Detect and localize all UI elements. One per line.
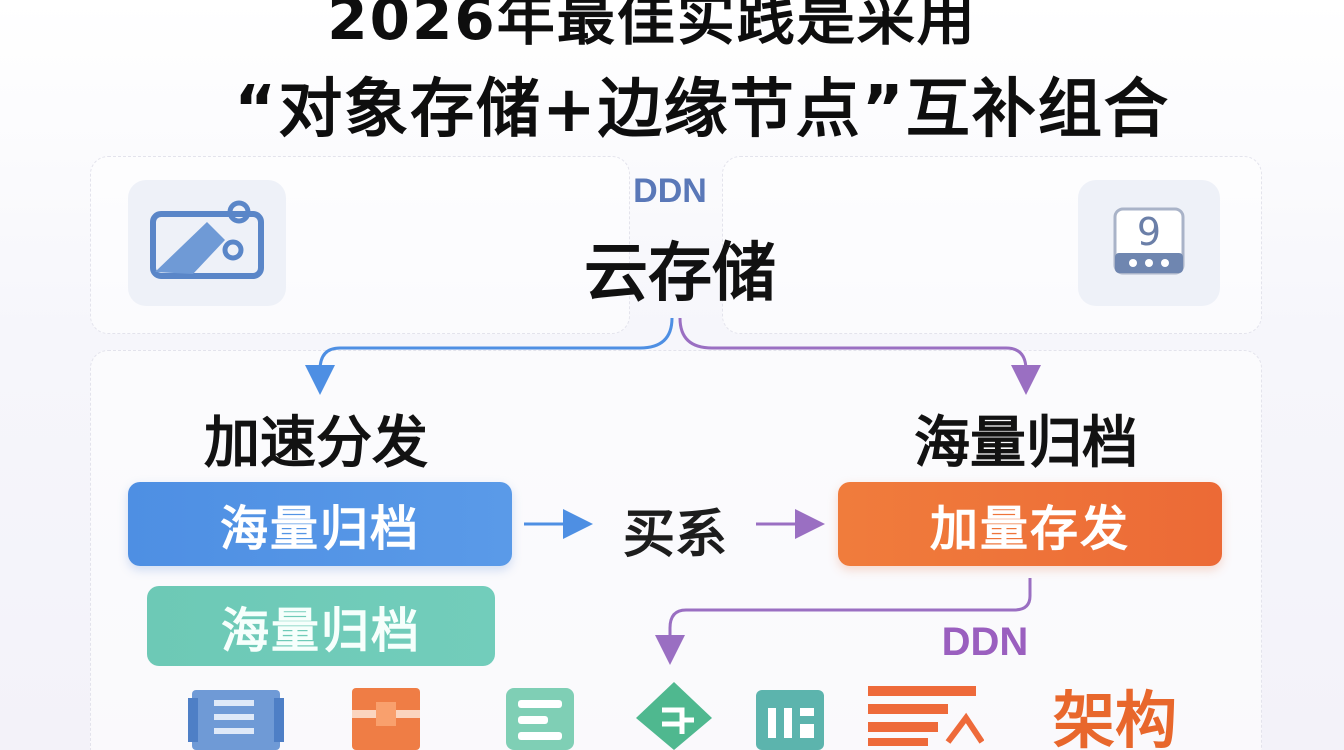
image-tag-icon xyxy=(150,200,264,279)
storage-device-icon: 9 xyxy=(1113,207,1185,275)
orange-box-label: 加量存发 xyxy=(929,501,1130,557)
right-icon-tile: 9 xyxy=(1078,180,1220,306)
cloud-storage-label: 云存储 xyxy=(584,237,776,311)
right-branch-heading: 海量归档 xyxy=(914,411,1138,476)
ddn-label-bottom: DDN xyxy=(941,620,1029,664)
split-arrow-right xyxy=(678,317,1041,395)
orange-box: 加量存发 xyxy=(838,482,1222,566)
stacked-lines-icon xyxy=(868,686,984,746)
svg-text:9: 9 xyxy=(1137,210,1161,254)
ddn-label-top: DDN xyxy=(633,172,707,210)
archive-box-icon xyxy=(352,688,420,750)
document-tray-icon xyxy=(506,688,574,750)
blue-box: 海量归档 xyxy=(128,482,512,566)
left-icon-tile xyxy=(128,180,286,306)
architecture-label: 架构 xyxy=(1052,684,1177,750)
split-arrow-left xyxy=(305,317,674,395)
grid-panel-icon xyxy=(756,690,824,750)
middle-label: 买系 xyxy=(622,505,727,565)
green-box: 海量归档 xyxy=(147,586,495,666)
blue-box-label: 海量归档 xyxy=(219,501,420,557)
title-line-1: 2026年最佳实践是采用 xyxy=(327,0,977,53)
server-rack-icon xyxy=(188,690,284,750)
title-line-2: “对象存储+边缘节点”互补组合 xyxy=(234,73,1170,147)
green-box-label: 海量归档 xyxy=(220,603,421,659)
arrow-orange-down xyxy=(655,578,1032,665)
left-branch-heading: 加速分发 xyxy=(204,411,428,476)
layered-diamond-icon xyxy=(636,682,712,750)
